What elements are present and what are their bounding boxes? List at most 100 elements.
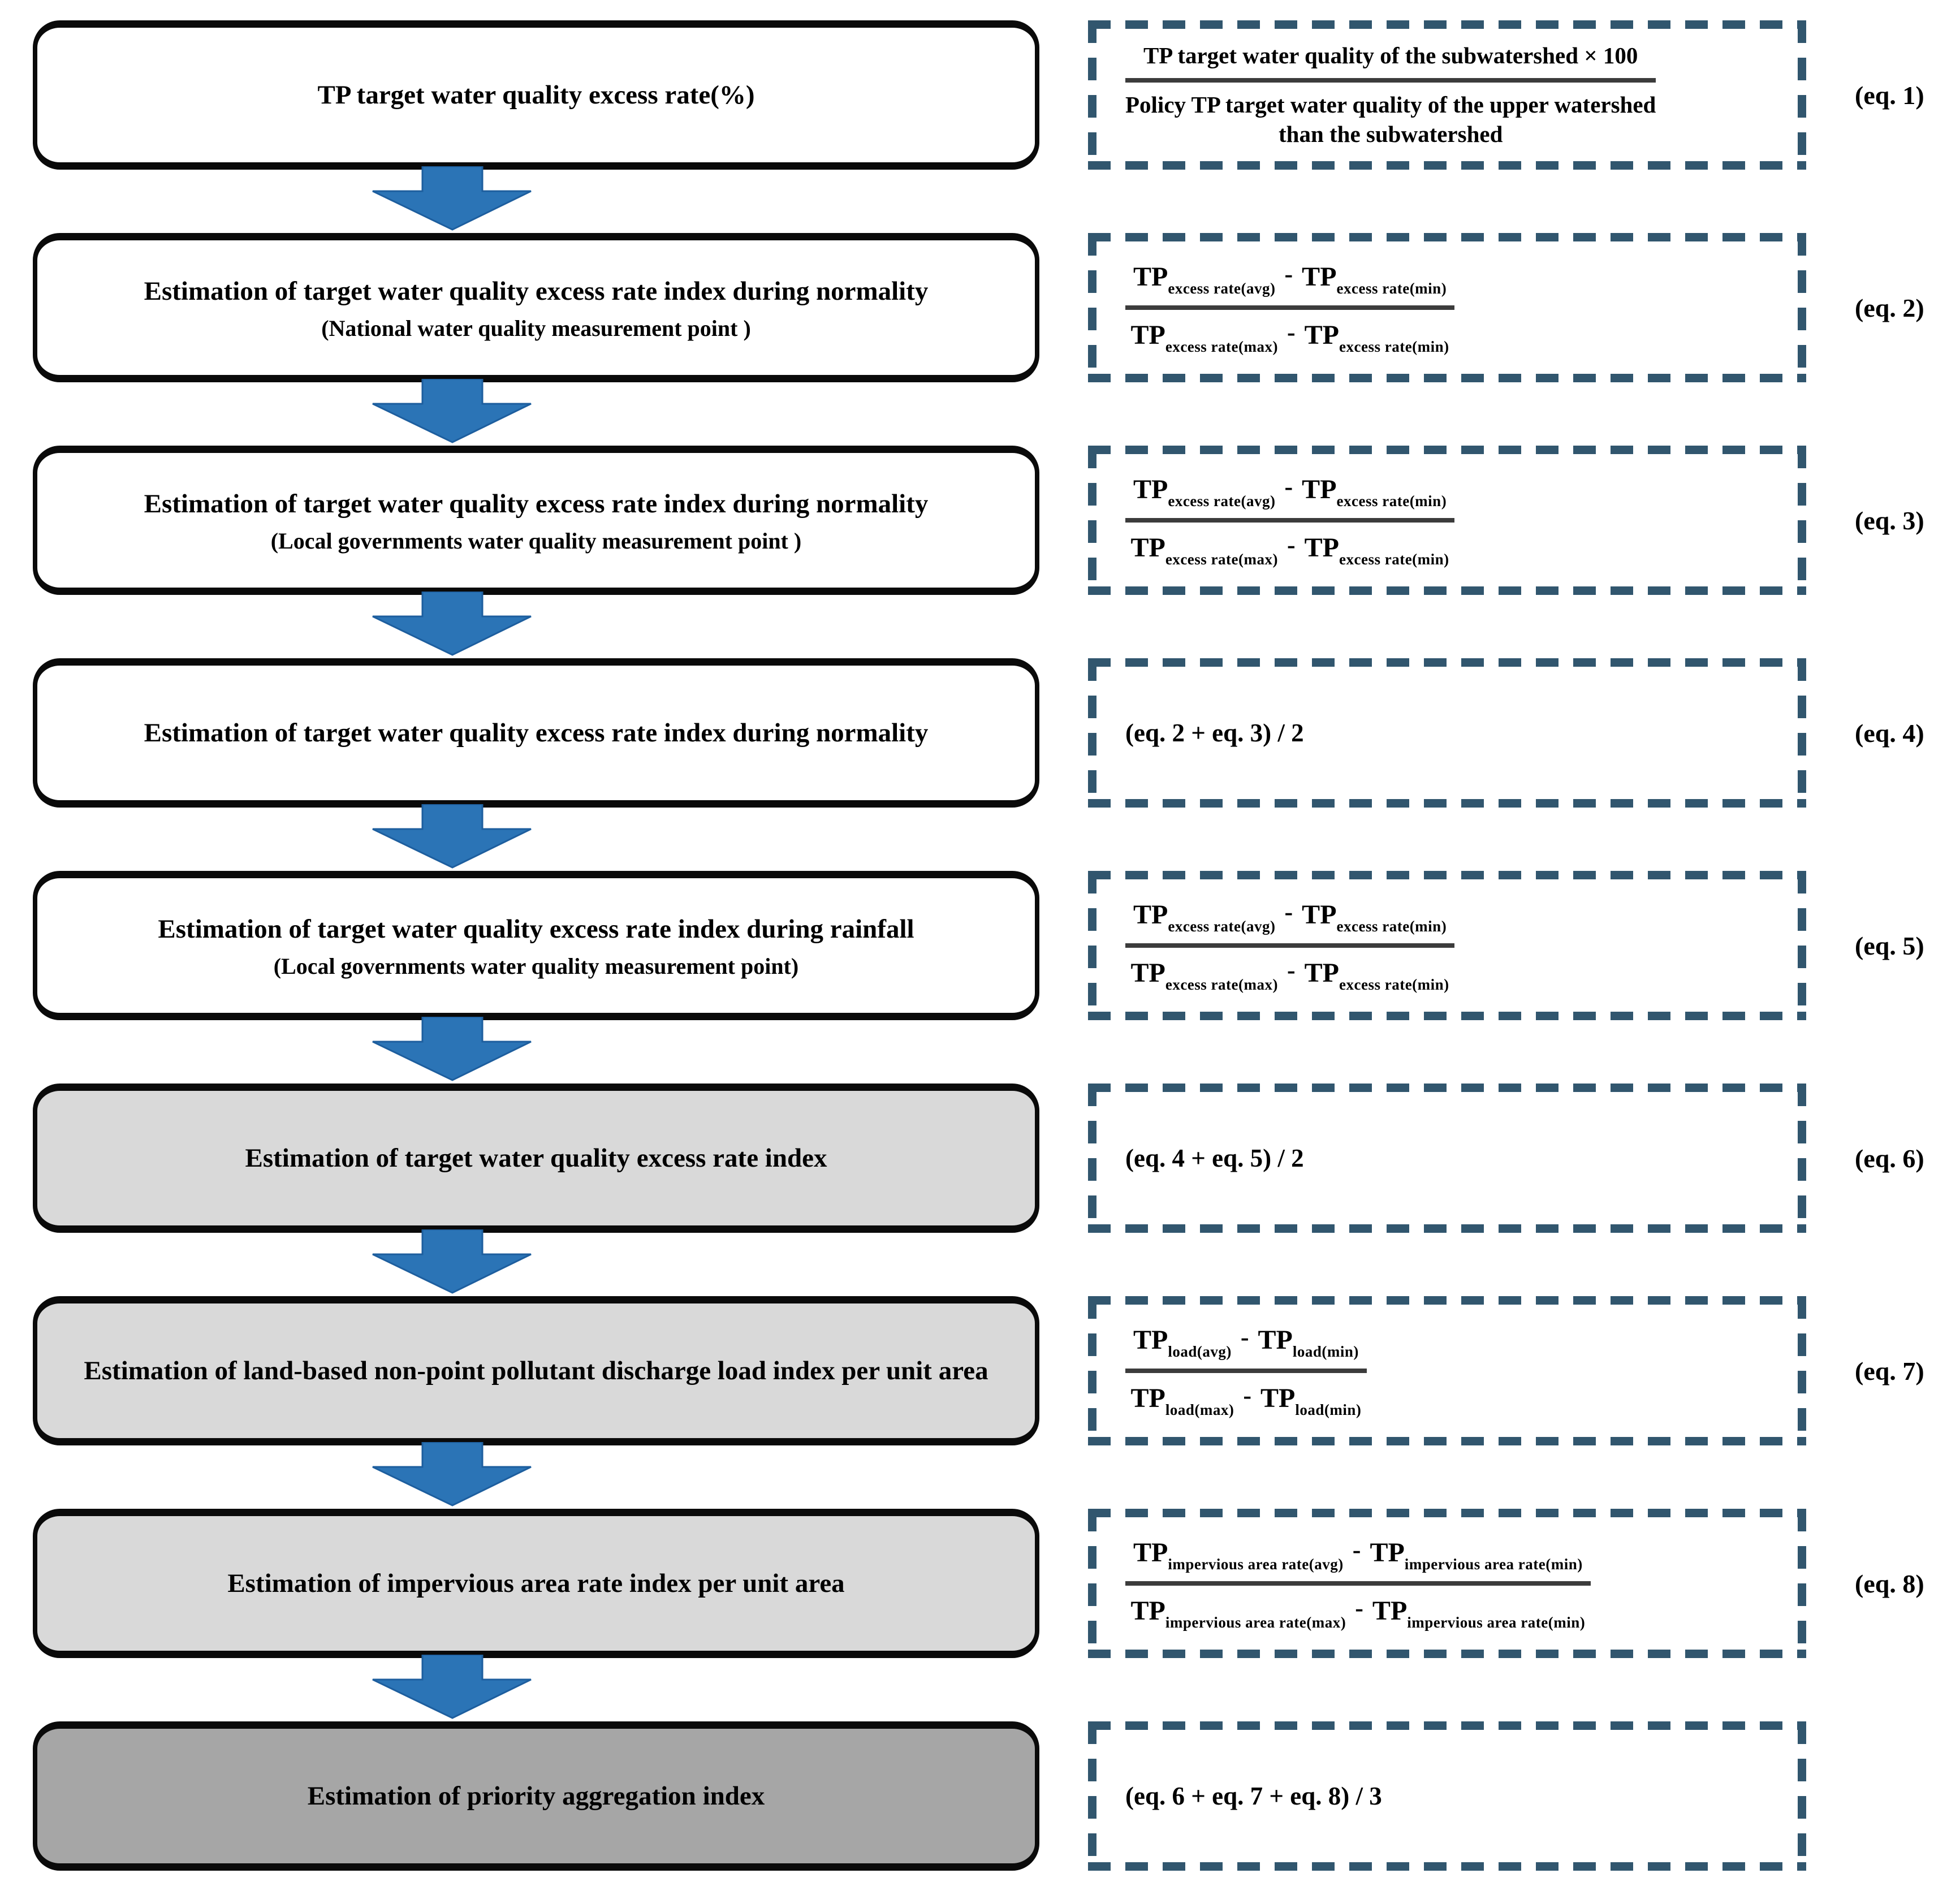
- tp-subscript: excess rate(min): [1336, 918, 1447, 935]
- tp-subscript: excess rate(min): [1339, 338, 1449, 355]
- down-arrow-icon: [372, 166, 532, 231]
- tp-symbol: TP: [1258, 1325, 1293, 1355]
- flow-row-2: Estimation of target water quality exces…: [33, 233, 1949, 382]
- fraction: TPload(avg)-TPload(min) TPload(max)-TPlo…: [1125, 1323, 1367, 1419]
- tp-term: TPimpervious area rate(min): [1372, 1596, 1585, 1631]
- down-arrow-icon: [372, 1229, 532, 1294]
- flow-box-excess-rate-index: Estimation of target water quality exces…: [33, 1084, 1039, 1233]
- tp-symbol: TP: [1133, 1325, 1168, 1355]
- box-title: Estimation of priority aggregation index: [307, 1781, 765, 1811]
- tp-subscript: excess rate(min): [1336, 280, 1447, 297]
- tp-term: TPexcess rate(max): [1131, 958, 1279, 993]
- tp-term: TPimpervious area rate(avg): [1133, 1538, 1344, 1573]
- tp-term: TPload(max): [1131, 1383, 1234, 1418]
- minus-sign: -: [1352, 1536, 1361, 1564]
- down-arrow-icon: [372, 804, 532, 869]
- tp-symbol: TP: [1372, 1596, 1408, 1626]
- flow-row-5: Estimation of target water quality exces…: [33, 871, 1949, 1020]
- fraction-numerator: TPimpervious area rate(avg)-TPimpervious…: [1125, 1535, 1591, 1586]
- box-title: Estimation of target water quality exces…: [144, 489, 929, 519]
- flow-row-8: Estimation of impervious area rate index…: [33, 1509, 1949, 1658]
- down-arrow-icon: [372, 379, 532, 443]
- tp-symbol: TP: [1302, 262, 1337, 292]
- tp-symbol: TP: [1130, 958, 1165, 988]
- tp-symbol: TP: [1304, 320, 1339, 350]
- tp-subscript: impervious area rate(min): [1404, 1556, 1583, 1573]
- down-arrow-icon: [372, 1655, 532, 1719]
- equation-box-8: TPimpervious area rate(avg)-TPimpervious…: [1088, 1509, 1806, 1658]
- tp-subscript: impervious area rate(min): [1407, 1614, 1586, 1631]
- tp-subscript: load(avg): [1168, 1343, 1232, 1360]
- equation-box-1: TP target water quality of the subwaters…: [1088, 20, 1806, 170]
- fraction: TPimpervious area rate(avg)-TPimpervious…: [1125, 1535, 1591, 1631]
- tp-term: TPload(min): [1260, 1383, 1361, 1418]
- equation-label-7: (eq. 7): [1855, 1356, 1924, 1385]
- tp-symbol: TP: [1130, 533, 1165, 563]
- fraction: TPexcess rate(avg)-TPexcess rate(min) TP…: [1125, 897, 1455, 994]
- minus-sign: -: [1243, 1382, 1251, 1409]
- tp-term: TPexcess rate(avg): [1133, 474, 1276, 510]
- tp-term: TPload(avg): [1133, 1325, 1232, 1360]
- equation-box-6: (eq. 4 + eq. 5) / 2: [1088, 1084, 1806, 1233]
- flow-row-7: Estimation of land-based non-point pollu…: [33, 1296, 1949, 1445]
- minus-sign: -: [1284, 473, 1293, 500]
- tp-symbol: TP: [1302, 900, 1337, 930]
- arrow-row: [33, 1442, 1949, 1509]
- tp-subscript: excess rate(max): [1165, 338, 1278, 355]
- tp-symbol: TP: [1304, 533, 1339, 563]
- tp-symbol: TP: [1260, 1383, 1296, 1413]
- tp-term: TPexcess rate(min): [1305, 533, 1449, 568]
- equation-label-1: (eq. 1): [1855, 80, 1924, 110]
- tp-subscript: excess rate(max): [1165, 551, 1278, 568]
- flow-box-priority-aggregation-index: Estimation of priority aggregation index: [33, 1721, 1039, 1871]
- fraction-denominator: TPload(max)-TPload(min): [1125, 1373, 1367, 1419]
- tp-term: TPexcess rate(min): [1302, 474, 1447, 510]
- minus-sign: -: [1287, 318, 1296, 346]
- down-arrow-icon: [372, 1017, 532, 1081]
- equation-formula: (eq. 2 + eq. 3) / 2: [1125, 719, 1304, 747]
- equation-box-5: TPexcess rate(avg)-TPexcess rate(min) TP…: [1088, 871, 1806, 1020]
- tp-subscript: excess rate(min): [1339, 551, 1449, 568]
- box-subtitle: (Local governments water quality measure…: [273, 953, 799, 979]
- box-title: Estimation of land-based non-point pollu…: [84, 1356, 988, 1385]
- fraction: TPexcess rate(avg)-TPexcess rate(min) TP…: [1125, 260, 1455, 356]
- equation-label-8: (eq. 8): [1855, 1569, 1924, 1598]
- box-title: Estimation of target water quality exces…: [245, 1143, 827, 1173]
- fraction-numerator: TPload(avg)-TPload(min): [1125, 1323, 1367, 1373]
- flow-box-tp-excess-rate: TP target water quality excess rate(%): [33, 20, 1039, 170]
- flow-box-excess-index-normality-national: Estimation of target water quality exces…: [33, 233, 1039, 382]
- fraction-denominator: TPimpervious area rate(max)-TPimpervious…: [1125, 1586, 1591, 1631]
- tp-term: TPexcess rate(min): [1302, 262, 1447, 297]
- tp-symbol: TP: [1304, 958, 1339, 988]
- box-subtitle: (Local governments water quality measure…: [270, 528, 802, 554]
- fraction-denominator: TPexcess rate(max)-TPexcess rate(min): [1125, 310, 1454, 356]
- flow-row-4: Estimation of target water quality exces…: [33, 658, 1949, 808]
- flow-box-impervious-area-index: Estimation of impervious area rate index…: [33, 1509, 1039, 1658]
- tp-subscript: excess rate(min): [1339, 976, 1449, 993]
- minus-sign: -: [1287, 956, 1296, 984]
- box-title: Estimation of target water quality exces…: [158, 914, 914, 944]
- tp-subscript: excess rate(min): [1336, 493, 1447, 510]
- box-title: Estimation of impervious area rate index…: [227, 1568, 845, 1598]
- tp-symbol: TP: [1133, 474, 1168, 504]
- tp-symbol: TP: [1370, 1538, 1405, 1568]
- tp-subscript: impervious area rate(avg): [1168, 1556, 1344, 1573]
- tp-term: TPexcess rate(max): [1131, 533, 1279, 568]
- tp-term: TPexcess rate(min): [1305, 320, 1449, 355]
- tp-subscript: excess rate(avg): [1168, 280, 1276, 297]
- flow-row-6: Estimation of target water quality exces…: [33, 1084, 1949, 1233]
- tp-term: TPimpervious area rate(max): [1131, 1596, 1346, 1631]
- fraction-denominator: TPexcess rate(max)-TPexcess rate(min): [1125, 523, 1454, 568]
- equation-formula: (eq. 4 + eq. 5) / 2: [1125, 1144, 1304, 1172]
- flow-box-excess-index-normality-local: Estimation of target water quality exces…: [33, 446, 1039, 595]
- fraction-denominator: TPexcess rate(max)-TPexcess rate(min): [1125, 948, 1454, 994]
- tp-term: TPexcess rate(min): [1302, 900, 1447, 935]
- tp-term: TPexcess rate(max): [1131, 320, 1279, 355]
- arrow-row: [33, 804, 1949, 871]
- flow-row-1: TP target water quality excess rate(%) T…: [33, 20, 1949, 170]
- tp-subscript: impervious area rate(max): [1165, 1614, 1346, 1631]
- fraction: TP target water quality of the subwaters…: [1125, 41, 1656, 149]
- tp-term: TPexcess rate(min): [1305, 958, 1449, 993]
- tp-term: TPexcess rate(avg): [1133, 262, 1276, 297]
